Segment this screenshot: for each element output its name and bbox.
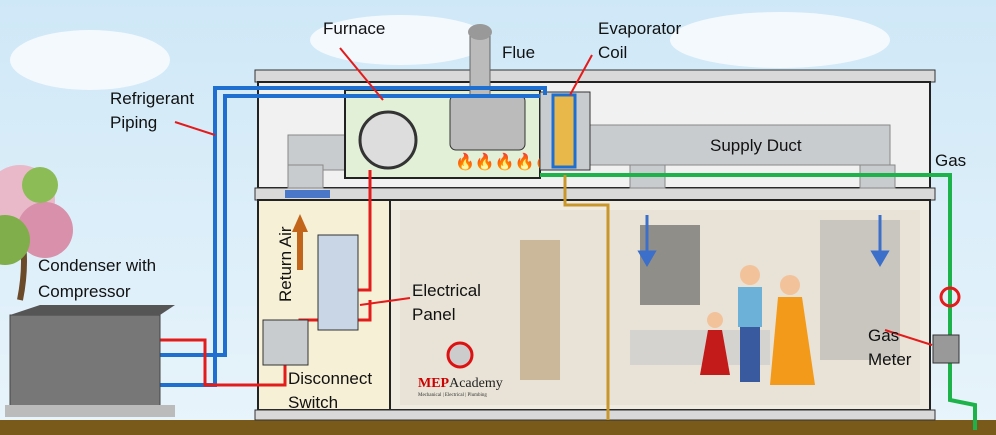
gas-line [540,173,977,430]
label-refrigerant-line1: Refrigerant [110,89,194,108]
label-supply-duct: Supply Duct [710,136,802,155]
label-disconnect-line2: Switch [288,393,338,412]
label-flue: Flue [502,43,535,62]
disconnect-switch [262,319,309,366]
supply-duct [287,124,896,189]
label-return-air: Return Air [276,226,295,302]
gas-meter [932,334,960,364]
label-refrigerant-line2: Piping [110,113,157,132]
label-disconnect-line1: Disconnect [288,369,372,388]
clouds [10,12,890,90]
label-electrical-line2: Panel [412,305,455,324]
label-furnace: Furnace [323,19,385,38]
label-gas-meter-line2: Meter [868,350,912,369]
ground [0,420,996,435]
furnace: 🔥🔥🔥🔥🔥 [344,24,591,179]
refrigerant-piping [160,86,547,387]
condenser-unit [5,305,175,417]
svg-text:MEPAcademy: MEPAcademy [418,376,503,391]
mep-academy-logo: MEPAcademy Mechanical | Electrical | Plu… [418,341,503,398]
svg-text:🔥🔥🔥🔥🔥: 🔥🔥🔥🔥🔥 [455,152,555,171]
electrical-panel [317,234,359,331]
gas-valve-icon [939,286,961,308]
label-condenser-line2: Compressor [38,282,131,301]
supply-air-arrows [637,215,890,267]
label-pointers [174,47,933,346]
family-illustration [700,265,815,385]
drain-line [563,175,610,420]
label-condenser-line1: Condenser with [38,256,156,275]
tree-icon [0,165,73,301]
label-evaporator-line1: Evaporator [598,19,681,38]
label-gas-meter-line1: Gas [868,326,899,345]
label-gas: Gas [935,151,966,170]
label-evaporator-line2: Coil [598,43,627,62]
evaporator-coil [551,93,577,169]
svg-text:Mechanical | Electrical | Plum: Mechanical | Electrical | Plumbing [418,393,487,398]
label-electrical-line1: Electrical [412,281,481,300]
return-grille [285,190,330,198]
